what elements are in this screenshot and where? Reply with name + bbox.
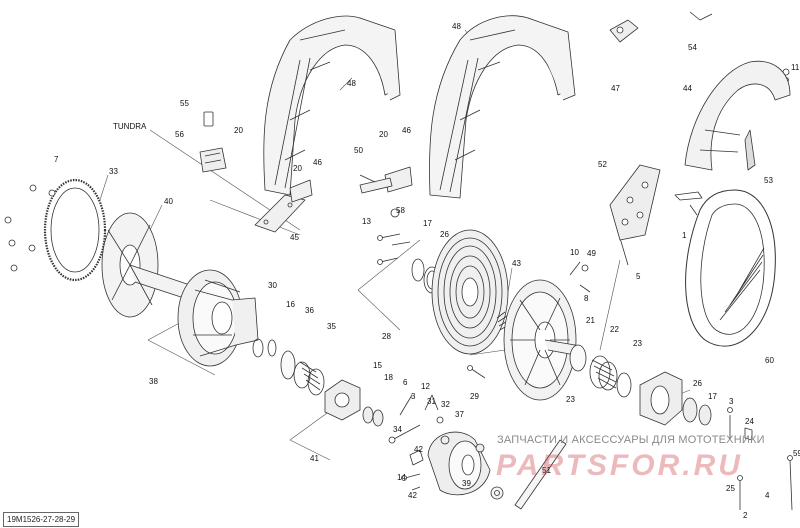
watermark-logo-text: PARTSFOR.RU [496, 449, 743, 480]
small-part-54 [689, 11, 713, 21]
callout-c20a: 20 [234, 126, 243, 135]
callout-c24: 24 [745, 417, 754, 426]
callout-c22: 22 [610, 325, 619, 334]
shield-part-48-left [263, 15, 401, 196]
clip-part-1 [674, 191, 703, 216]
callout-c60: 60 [765, 356, 774, 365]
callout-c33: 33 [109, 167, 118, 176]
callout-c28: 28 [382, 332, 391, 341]
bolts-part-7 [4, 184, 56, 272]
callout-c39: 39 [462, 479, 471, 488]
ring-gear-part-33 [43, 178, 107, 282]
callout-c26b: 26 [693, 379, 702, 388]
callout-c5: 5 [636, 272, 641, 281]
callout-c54: 54 [688, 43, 697, 52]
callout-c41: 41 [310, 454, 319, 463]
callout-c3a: 3 [411, 392, 416, 401]
callout-c48a: 48 [347, 79, 356, 88]
callout-c3b: 3 [729, 397, 734, 406]
callout-c10: 10 [570, 248, 579, 257]
callout-c4: 4 [765, 491, 770, 500]
callout-c20b: 20 [293, 164, 302, 173]
callout-c2: 2 [743, 511, 748, 520]
callout-c31: 31 [427, 397, 436, 406]
callout-c46b: 46 [402, 126, 411, 135]
callout-c12: 12 [421, 382, 430, 391]
watermark-logo: PARTSFOR.RU [496, 449, 743, 480]
callout-c42b: 42 [408, 491, 417, 500]
callout-c43: 43 [512, 259, 521, 268]
callout-c29: 29 [470, 392, 479, 401]
callout-c44: 44 [683, 84, 692, 93]
hub-part-39 [427, 431, 491, 496]
fixed-sheave-part-40 [101, 212, 191, 318]
callout-c58: 58 [396, 206, 405, 215]
callout-c17b: 17 [708, 392, 717, 401]
watermark-text: ЗАПЧАСТИ И АКСЕССУАРЫ ДЛЯ МОТОТЕХНИКИ [497, 434, 765, 446]
callout-c20c: 20 [379, 130, 388, 139]
spring-part-43 [496, 311, 511, 331]
guard-part-44 [684, 60, 791, 171]
callout-c30: 30 [268, 281, 277, 290]
callout-c13: 13 [362, 217, 371, 226]
callout-c49: 49 [587, 249, 596, 258]
callout-c37: 37 [455, 410, 464, 419]
clip-part-55 [203, 111, 214, 127]
spring-rings-group [252, 338, 325, 396]
callout-c6: 6 [403, 378, 408, 387]
callout-c36: 36 [305, 306, 314, 315]
driven-pulley-part [503, 279, 577, 401]
cam-part [639, 371, 712, 426]
bracket-part-45 [254, 194, 306, 233]
bracket-part-46-left [289, 179, 313, 203]
drive-pulley-part-38 [177, 269, 259, 367]
drive-belt-part-60 [685, 189, 776, 347]
bracket-part-52 [609, 164, 661, 241]
bracket-part-56 [199, 147, 227, 173]
callout-c15: 15 [373, 361, 382, 370]
callout-c42a: 42 [414, 445, 423, 454]
callout-c48b: 48 [452, 22, 461, 31]
movable-sheave-part-28 [431, 229, 509, 355]
callout-c14: 14 [397, 473, 406, 482]
callout-c38: 38 [149, 377, 158, 386]
callout-c17a: 17 [423, 219, 432, 228]
spider-hub-part [324, 379, 384, 427]
callout-c45: 45 [290, 233, 299, 242]
callout-c53: 53 [764, 176, 773, 185]
callout-c55: 55 [180, 99, 189, 108]
callout-c23a: 23 [633, 339, 642, 348]
callout-c51: 51 [542, 466, 551, 475]
callout-c46a: 46 [313, 158, 322, 167]
callout-c23b: 23 [566, 395, 575, 404]
callout-c47: 47 [611, 84, 620, 93]
bracket-part-46-right [359, 166, 413, 194]
callout-c32: 32 [441, 400, 450, 409]
callout-c52: 52 [598, 160, 607, 169]
callout-c21: 21 [586, 316, 595, 325]
callout-c16: 16 [286, 300, 295, 309]
shield-part-48-right [429, 15, 576, 199]
rings-21-22-23 [569, 344, 632, 398]
callout-c56: 56 [175, 130, 184, 139]
small-part-47 [609, 19, 639, 43]
callout-c26a: 26 [440, 230, 449, 239]
small-hardware [359, 174, 793, 511]
callout-c50: 50 [354, 146, 363, 155]
shaft-part-51 [490, 439, 567, 510]
callout-c11: 11 [791, 63, 800, 72]
reference-code: 19M1526-27-28-29 [3, 512, 80, 527]
callout-c7: 7 [54, 155, 59, 164]
callout-c8: 8 [584, 294, 589, 303]
callout-c35: 35 [327, 322, 336, 331]
callout-c1: 1 [682, 231, 687, 240]
callout-c34: 34 [393, 425, 402, 434]
callout-c40: 40 [164, 197, 173, 206]
callout-c25: 25 [726, 484, 735, 493]
callout-c59: 59 [793, 449, 800, 458]
model-label: TUNDRA [113, 122, 147, 131]
callout-c18: 18 [384, 373, 393, 382]
